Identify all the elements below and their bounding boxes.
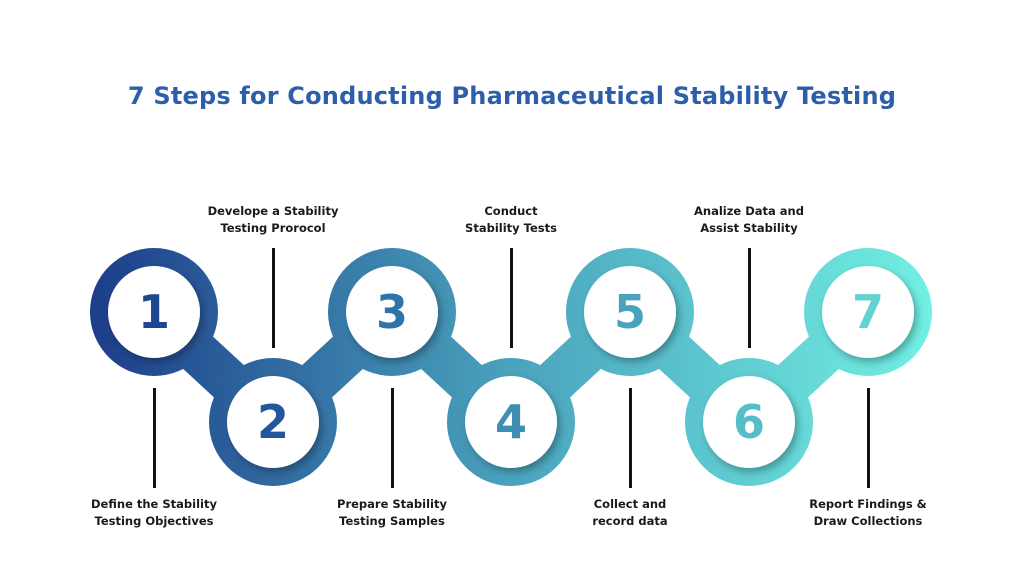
step-circle — [822, 266, 914, 358]
step-circle — [346, 266, 438, 358]
step-number: 7 — [851, 285, 884, 339]
leader-line — [748, 248, 751, 348]
step-label-line: Conduct — [484, 204, 538, 218]
step-number: 3 — [375, 285, 408, 339]
leader-line — [629, 388, 632, 488]
leader-line — [153, 388, 156, 488]
step-number: 1 — [137, 285, 170, 339]
step-label: Collect and record data — [530, 496, 730, 530]
step-label-line: Define the Stability — [91, 497, 217, 511]
step-label: Report Findings & Draw Collections — [768, 496, 968, 530]
step-circle — [465, 376, 557, 468]
leader-line — [391, 388, 394, 488]
step-label-line: Develope a Stability — [207, 204, 339, 218]
step-label-line: Testing Samples — [339, 514, 445, 528]
step-circle — [108, 266, 200, 358]
step-label-line: Testing Prorocol — [220, 221, 326, 235]
step-label-line: record data — [592, 514, 668, 528]
leader-line — [510, 248, 513, 348]
step-circle — [227, 376, 319, 468]
page-title: 7 Steps for Conducting Pharmaceutical St… — [127, 82, 897, 110]
step-number: 4 — [494, 395, 527, 449]
step-label-line: Assist Stability — [700, 221, 798, 235]
step-number: 2 — [256, 395, 289, 449]
leader-line — [272, 248, 275, 348]
step-label-line: Analize Data and — [694, 204, 804, 218]
step-number: 6 — [732, 395, 765, 449]
step-circle — [584, 266, 676, 358]
step-label-line: Stability Tests — [465, 221, 557, 235]
leader-line — [867, 388, 870, 488]
step-circle — [703, 376, 795, 468]
step-label-line: Testing Objectives — [94, 514, 214, 528]
step-label-line: Report Findings & — [809, 497, 927, 511]
step-label-line: Prepare Stability — [337, 497, 447, 511]
step-label-line: Collect and — [593, 497, 667, 511]
step-label-line: Draw Collections — [813, 514, 923, 528]
step-number: 5 — [613, 285, 646, 339]
